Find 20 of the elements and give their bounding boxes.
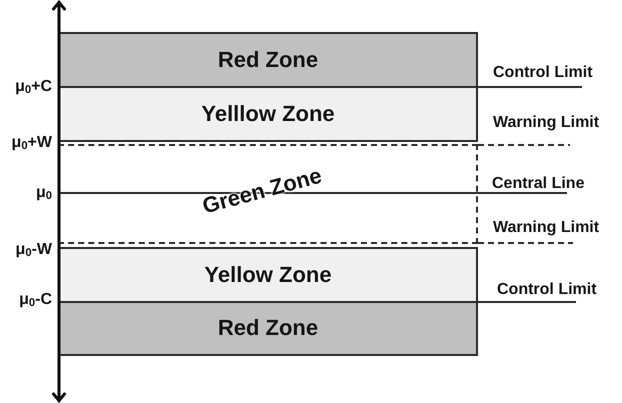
zone-label: Red Zone (218, 48, 318, 72)
zone-label: Yellow Zone (204, 262, 332, 288)
zone-label: Red Zone (218, 316, 318, 341)
limit-value-label: μ$_{0}$-C (19, 291, 52, 309)
zone-band (58, 32, 478, 88)
limit-name-label: Central Line (492, 175, 584, 193)
zone-label: Green Zone (200, 164, 324, 218)
zone-band (58, 88, 478, 142)
zone-band (58, 144, 478, 244)
limit-name-label: Control Limit (493, 64, 593, 82)
limit-name-label: Warning Limit (493, 219, 600, 237)
limit-value-label: μ$_{0}$+C (15, 78, 52, 96)
limit-value-label: μ$_{0}$-W (16, 241, 52, 259)
limit-name-label: Warning Limit (493, 114, 600, 132)
limit-value-label: μ$_{0}$+W (12, 134, 52, 152)
zone-band (58, 303, 478, 356)
zone-label: Yelllow Zone (201, 102, 335, 126)
limit-value-label: μ$_{0}$ (36, 184, 52, 202)
zone-band (58, 247, 478, 303)
limit-name-label: Control Limit (497, 281, 597, 299)
